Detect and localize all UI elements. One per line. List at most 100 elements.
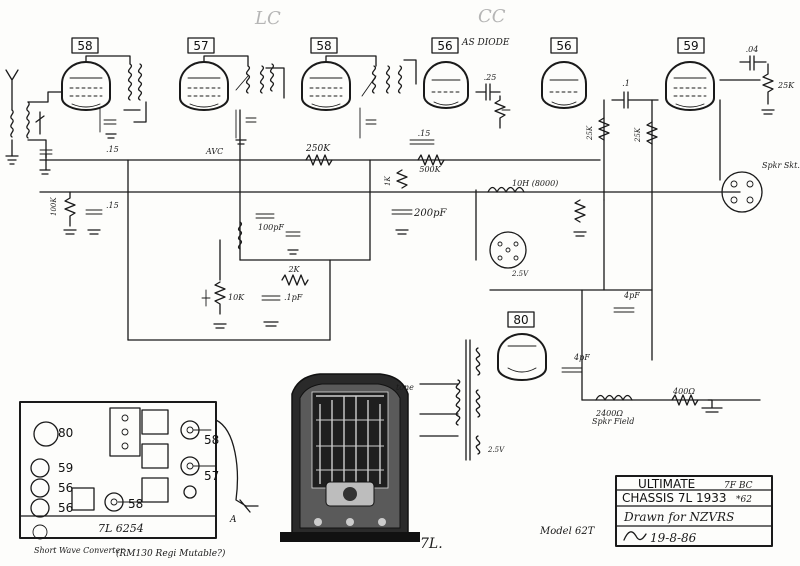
cabinet-caption: 7L.	[420, 536, 443, 552]
svg-text:10K: 10K	[228, 293, 245, 302]
svg-text:59: 59	[683, 39, 698, 53]
chassis-tube-59: 59	[58, 461, 73, 475]
tube-58-rf	[61, 61, 111, 111]
cap-200pf: 200pF	[391, 208, 447, 235]
power-transformer: 2.5V	[419, 339, 505, 461]
svg-text:.25: .25	[484, 73, 497, 82]
resistor-25k-a: 25K	[586, 117, 610, 141]
tube-label-58-rf: 58	[71, 37, 99, 54]
tube-label-56-diode: 56 AS DIODE	[431, 37, 510, 54]
tube-label-56-af: 56	[550, 37, 578, 54]
header-mark-left: LC	[254, 8, 281, 29]
cap-01: .1	[611, 79, 659, 109]
cap-25: .25	[475, 73, 501, 101]
svg-text:58: 58	[316, 39, 331, 53]
svg-text:56: 56	[556, 39, 571, 53]
tube-57	[179, 61, 229, 111]
cap-4pf: 4pF	[561, 353, 590, 373]
tube-58-if	[301, 61, 351, 111]
if-coils	[325, 55, 417, 139]
cap-4pf-b: 4pF	[613, 291, 640, 313]
antenna-input	[5, 69, 63, 175]
tube-80-rectifier	[497, 333, 547, 381]
svg-text:.15: .15	[106, 201, 119, 210]
svg-text:2K: 2K	[287, 265, 300, 274]
svg-text:57: 57	[193, 39, 208, 53]
rf-transformer-1	[85, 55, 147, 139]
tube-label-59: 59	[677, 37, 705, 54]
title-line1: ULTIMATE	[638, 477, 695, 491]
svg-text:Spkr Skt.: Spkr Skt.	[762, 161, 800, 170]
svg-text:400Ω: 400Ω	[672, 387, 695, 396]
cap-15b: .15	[409, 129, 435, 145]
model-note: Model 62T	[539, 526, 596, 537]
svg-text:2400Ω: 2400Ω	[595, 409, 623, 418]
tube-56-diode	[423, 61, 469, 109]
cabinet-illustration	[280, 373, 420, 542]
svg-text:56: 56	[437, 39, 452, 53]
tone-label: tone	[396, 383, 414, 392]
svg-text:25K: 25K	[634, 127, 642, 143]
svg-text:500K: 500K	[419, 165, 441, 174]
tube-socket-diagram: 2.5V	[489, 231, 529, 278]
resistor-250k: 250K	[305, 144, 333, 166]
speaker-socket: Spkr Skt.	[721, 161, 800, 213]
chassis-caption-left: Short Wave Converter	[34, 546, 125, 555]
avc-label: AVC	[205, 147, 223, 156]
title-line4: 19-8-86	[650, 531, 697, 545]
speaker-field-coil: 2400Ω Spkr Field	[592, 394, 634, 426]
cap-1pf: .1pF	[261, 293, 303, 327]
c15a-label: .15	[106, 145, 119, 154]
svg-text:2.5V: 2.5V	[511, 270, 529, 278]
svg-text:Spkr Field: Spkr Field	[592, 417, 634, 426]
tube-label-57: 57	[187, 37, 215, 54]
chassis-tube-58a: 58	[204, 433, 219, 447]
title-line3: Drawn for NZVRS	[623, 510, 734, 524]
resistor-10k-right	[573, 199, 587, 237]
svg-text:.1pF: .1pF	[284, 293, 303, 302]
pot-10k: 10K	[201, 239, 245, 329]
tube-56-af	[541, 61, 587, 109]
chassis-tube-80: 80	[58, 426, 73, 440]
svg-text:1K: 1K	[384, 176, 392, 186]
title-line2: CHASSIS 7L 1933	[622, 491, 727, 505]
chassis-terminal: A	[229, 515, 237, 525]
cap-04: .04	[739, 45, 767, 71]
osc-coils	[203, 55, 285, 145]
svg-text:10H (8000): 10H (8000)	[512, 179, 558, 188]
svg-text:250K: 250K	[305, 144, 331, 154]
volume-pot	[494, 95, 511, 129]
svg-text:4pF: 4pF	[623, 291, 640, 300]
svg-text:25K: 25K	[586, 125, 594, 141]
choke-10h: 10H (8000)	[487, 179, 558, 193]
chassis-tube-56b: 56	[58, 501, 73, 515]
svg-text:58: 58	[77, 39, 92, 53]
svg-text:100K: 100K	[50, 197, 58, 216]
bus-wiring	[39, 79, 761, 401]
svg-text:2.5V: 2.5V	[487, 446, 505, 454]
resistor-25k-b: 25K	[634, 121, 658, 145]
chassis-tube-58b: 58	[128, 497, 143, 511]
title-line1-suffix: 7F BC	[724, 481, 753, 491]
tube-label-58-if: 58	[310, 37, 338, 54]
diode-load-network: 100pF	[237, 213, 301, 255]
chassis-tube-57: 57	[204, 469, 219, 483]
chassis-layout-panel: 59 56 56 58 57 58 80 7L 6254 A	[19, 401, 259, 540]
chassis-caption-mid: (RM130 Regi Mutable?)	[116, 548, 226, 559]
header-mark-right: CC	[478, 6, 506, 27]
svg-text:80: 80	[513, 313, 528, 327]
svg-text:.04: .04	[746, 45, 759, 54]
svg-text:.1: .1	[622, 79, 630, 88]
tube-label-80: 80	[507, 311, 535, 328]
tone-resistor-25k: 25K	[761, 63, 795, 115]
svg-text:200pF: 200pF	[413, 208, 447, 219]
resistor-500k: 500K	[417, 154, 445, 174]
title-line2-suffix: *62	[736, 495, 752, 505]
svg-text:25K: 25K	[777, 81, 795, 90]
resistor-2k: 2K	[281, 265, 309, 286]
bias-network-left: 100K .15	[50, 191, 119, 235]
resistor-400: 400Ω	[671, 387, 723, 413]
svg-text:4pF: 4pF	[573, 353, 590, 362]
diode-note: AS DIODE	[461, 38, 510, 48]
